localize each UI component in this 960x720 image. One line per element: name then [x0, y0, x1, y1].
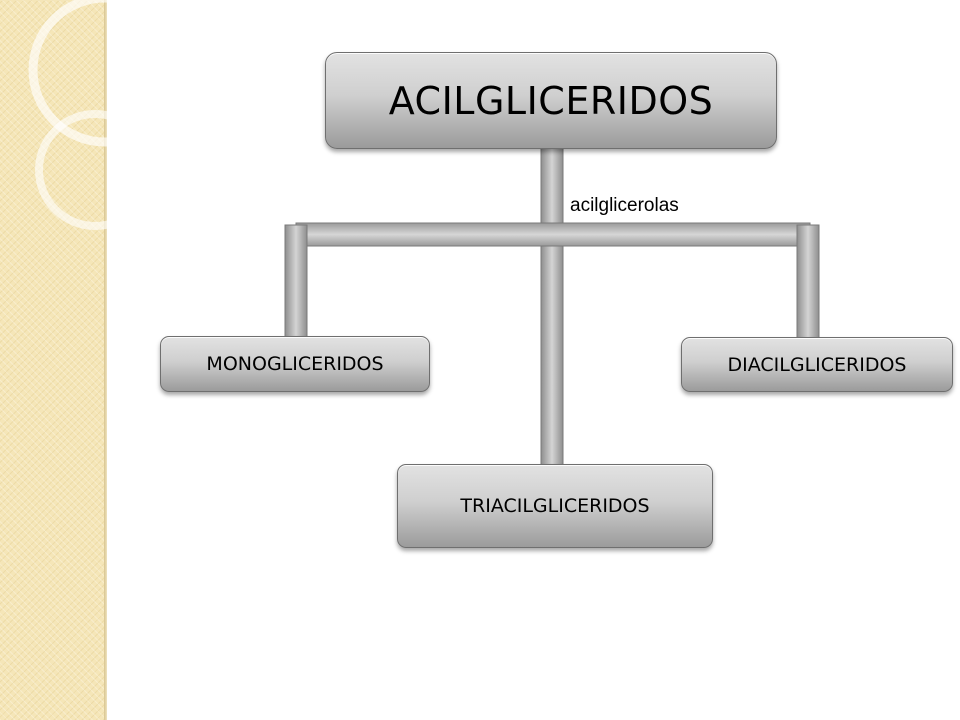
connector-root-to-triac — [540, 147, 564, 467]
deco-circle-large — [28, 0, 130, 147]
node-label-mono: MONOGLICERIDOS — [206, 353, 384, 375]
node-monogliceridos: MONOGLICERIDOS — [160, 336, 430, 392]
connector-to-mono — [284, 224, 308, 340]
node-diacilgliceridos: DIACILGLICERIDOS — [681, 337, 953, 392]
side-strip-edge — [104, 0, 107, 720]
deco-circle-small — [35, 110, 130, 230]
connector-to-diac — [796, 224, 820, 340]
decorative-circles — [28, 0, 130, 230]
node-acilgliceridos: ACILGLICERIDOS — [325, 52, 777, 149]
node-triacilgliceridos: TRIACILGLICERIDOS — [397, 464, 713, 548]
edge-label-acilglicerolas: acilglicerolas — [570, 195, 679, 216]
node-label-root: ACILGLICERIDOS — [388, 78, 714, 123]
connector-horizontal-bar — [295, 222, 811, 247]
node-label-diac: DIACILGLICERIDOS — [727, 353, 907, 376]
node-label-triac: TRIACILGLICERIDOS — [460, 495, 650, 517]
